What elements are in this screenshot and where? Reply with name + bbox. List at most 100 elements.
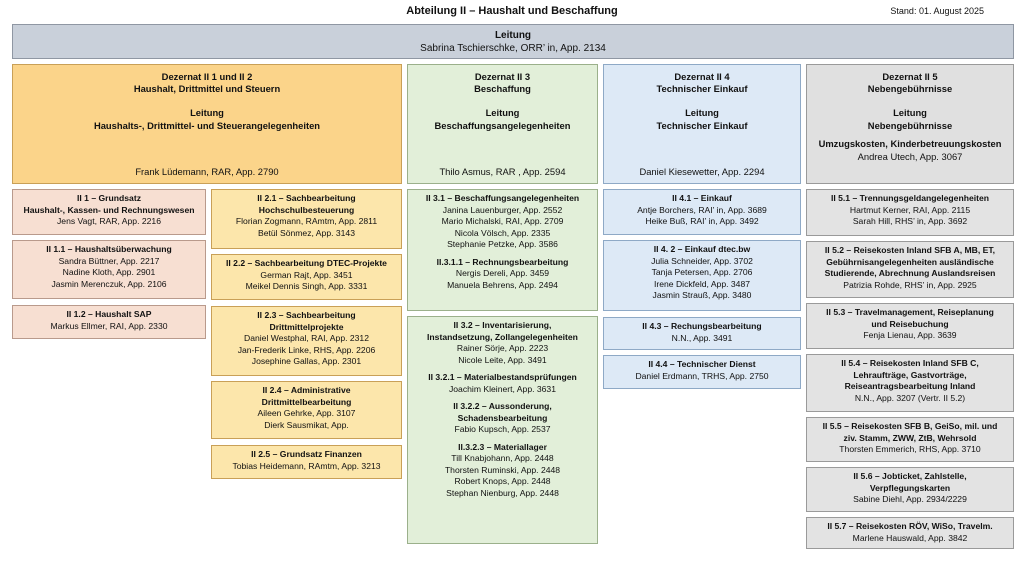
unit-title: II 4.1 – Einkauf: [672, 193, 732, 203]
dezernat-subtitle: Technischer Einkauf: [656, 83, 748, 95]
unit-staff: Thorsten Ruminski, App. 2448: [444, 464, 561, 475]
unit-ii24-box: II 2.4 – Administrative Drittmittelbearb…: [211, 381, 402, 439]
unit-title: II 3.2 – Inventarisierung,: [453, 320, 552, 330]
unit-staff: Dierk Sausmikat, App.: [264, 419, 349, 430]
unit-staff: Hartmut Kerner, RAI, App. 2115: [849, 204, 971, 215]
unit-title: Verpflegungskarten: [869, 482, 951, 493]
unit-title: Gebührnisangelegenheiten ausländische: [826, 256, 994, 267]
unit-staff: Jasmin Strauß, App. 3480: [652, 290, 752, 300]
unit-title: II 3.1 – Beschaffungsangelegenheiten: [425, 193, 580, 203]
unit-staff: N.N., App. 3491: [671, 332, 733, 343]
unit-title: II 5.6 – Jobticket, Zahlstelle,: [853, 471, 967, 481]
unit-staff: Fenja Lienau, App. 3639: [863, 330, 957, 340]
unit-staff: Rainer Sörje, App. 2223: [456, 343, 549, 353]
unit-staff: Nadine Kloth, App. 2901: [62, 267, 156, 277]
unit-subtitle: Drittmittelbearbeitung: [261, 396, 352, 407]
unit-title: Schadensbearbeitung: [457, 412, 548, 423]
unit-title: II 2.1 – Sachbearbeitung: [257, 193, 356, 203]
dezernat-ii3-box: Dezernat II 3 Beschaffung Leitung Bescha…: [407, 64, 598, 184]
unit-staff: Sabine Diehl, App. 2934/2229: [853, 494, 967, 504]
unit-title: II 3.2.2 – Aussonderung,: [453, 401, 552, 411]
unit-ii1-box: II 1 – Grundsatz Haushalt-, Kassen- und …: [12, 189, 206, 235]
unit-ii52-box: II 5.2 – Reisekosten Inland SFB A, MB, E…: [806, 241, 1014, 298]
unit-ii11-box: II 1.1 – Haushaltsüberwachung Sandra Büt…: [12, 240, 206, 299]
unit-title: Instandsetzung, Zollangelegenheiten: [427, 331, 578, 342]
unit-staff: Janina Lauenburger, App. 2552: [442, 204, 563, 215]
unit-title: II.3.1.1 – Rechnungsbearbeitung: [436, 256, 569, 267]
unit-title: II.3.2.3 – Materiallager: [458, 441, 547, 452]
dezernat-person: Daniel Kiesewetter, App. 2294: [639, 165, 765, 177]
unit-staff: Mario Michalski, RAI, App. 2709: [441, 216, 564, 226]
dezernat-subtitle: Nebengebührnisse: [867, 83, 953, 95]
unit-ii44-box: II 4.4 – Technischer Dienst Daniel Erdma…: [603, 355, 801, 389]
unit-staff: Jan-Frederik Linke, RHS, App. 2206: [237, 344, 376, 355]
dezernat-lead-title: Haushalts-, Drittmittel- und Steuerangel…: [93, 119, 321, 131]
dezernat-ii5-box: Dezernat II 5 Nebengebührnisse Leitung N…: [806, 64, 1014, 184]
unit-title: ziv. Stamm, ZWW, ZtB, Wehrsold: [843, 432, 977, 443]
unit-staff: Marlene Hauswald, App. 3842: [852, 532, 968, 543]
unit-title: II 1 – Grundsatz: [77, 193, 141, 203]
unit-ii53-box: II 5.3 – Travelmanagement, Reiseplanung …: [806, 303, 1014, 349]
unit-staff: Thorsten Emmerich, RHS, App. 3710: [839, 444, 981, 454]
unit-ii22-box: II 2.2 – Sachbearbeitung DTEC-Projekte G…: [211, 254, 402, 300]
dezernat-ii4-box: Dezernat II 4 Technischer Einkauf Leitun…: [603, 64, 801, 184]
unit-staff: Julia Schneider, App. 3702: [651, 255, 753, 266]
unit-staff: Joachim Kleinert, App. 3631: [448, 383, 556, 394]
dezernat-title: Dezernat II 1 und II 2: [161, 71, 253, 82]
unit-title: II 3.2.1 – Materialbestandsprüfungen: [428, 372, 577, 382]
unit-staff: German Rajt, App. 3451: [260, 269, 353, 280]
unit-ii42-box: II 4. 2 – Einkauf dtec.bw Julia Schneide…: [603, 240, 801, 311]
unit-ii25-box: II 2.5 – Grundsatz Finanzen Tobias Heide…: [211, 445, 402, 479]
unit-staff: Daniel Erdmann, TRHS, App. 2750: [635, 370, 769, 381]
unit-title: II 2.5 – Grundsatz Finanzen: [251, 449, 362, 459]
leitung-label: Leitung: [494, 30, 532, 41]
unit-staff: Irene Dickfeld, App. 3487: [653, 278, 751, 289]
unit-staff: Till Knabjohann, App. 2448: [451, 453, 554, 463]
page-title: Abteilung II – Haushalt und Beschaffung: [406, 5, 618, 17]
unit-ii43-box: II 4.3 – Rechungsbearbeitung N.N., App. …: [603, 317, 801, 350]
unit-staff: N.N., App. 3207 (Vertr. II 5.2): [854, 392, 966, 403]
unit-ii23-box: II 2.3 – Sachbearbeitung Drittmittelproj…: [211, 306, 402, 376]
unit-staff: Jens Vagt, RAR, App. 2216: [57, 216, 161, 226]
unit-staff: Fabio Kupsch, App. 2537: [454, 424, 551, 434]
unit-title: II 2.2 – Sachbearbeitung DTEC-Projekte: [226, 258, 387, 268]
unit-staff: Tanja Petersen, App. 2706: [651, 267, 753, 277]
unit-ii32-box: II 3.2 – Inventarisierung, Instandsetzun…: [407, 316, 598, 544]
unit-ii56-box: II 5.6 – Jobticket, Zahlstelle, Verpfleg…: [806, 467, 1014, 512]
dezernat-person: Thilo Asmus, RAR , App. 2594: [439, 165, 566, 177]
unit-staff: Patrizia Rohde, RHS’ in, App. 2925: [843, 279, 977, 290]
unit-ii55-box: II 5.5 – Reisekosten SFB B, GeiSo, mil. …: [806, 417, 1014, 462]
unit-ii51-box: II 5.1 – Trennungsgeldangelegenheiten Ha…: [806, 189, 1014, 236]
unit-staff: Stephan Nienburg, App. 2448: [446, 487, 559, 498]
unit-ii31-box: II 3.1 – Beschaffungsangelegenheiten Jan…: [407, 189, 598, 311]
unit-title: II 2.3 – Sachbearbeitung: [257, 310, 356, 320]
unit-title: II 1.2 – Haushalt SAP: [66, 309, 152, 319]
unit-staff: Sarah Hill, RHS’ in, App. 3692: [852, 216, 968, 226]
unit-title: II 4. 2 – Einkauf dtec.bw: [653, 244, 751, 254]
department-head-box: Leitung Sabrina Tschierschke, ORR’ in, A…: [12, 24, 1014, 59]
unit-staff: Florian Zogmann, RAmtm, App. 2811: [235, 216, 378, 226]
unit-staff: Meikel Dennis Singh, App. 3331: [245, 281, 368, 291]
unit-title: II 5.4 – Reisekosten Inland SFB C,: [841, 358, 979, 368]
dezernat-lead-label: Leitung: [893, 107, 927, 119]
unit-staff: Nergis Dereli, App. 3459: [455, 268, 550, 278]
dezernat-extra: Umzugskosten, Kinderbetreuungskosten: [818, 138, 1002, 150]
dezernat-lead-title: Technischer Einkauf: [656, 119, 748, 131]
dezernat-lead-label: Leitung: [485, 107, 520, 119]
dezernat-person: Andrea Utech, App. 3067: [857, 150, 963, 162]
unit-subtitle: Drittmittelprojekte: [269, 321, 344, 332]
unit-staff: Sandra Büttner, App. 2217: [58, 255, 160, 266]
dezernat-person: Frank Lüdemann, RAR, App. 2790: [135, 165, 279, 177]
unit-staff: Daniel Westphal, RAI, App. 2312: [243, 333, 369, 343]
unit-title: II 5.7 – Reisekosten RÖV, WiSo, Travelm.: [827, 521, 993, 531]
unit-title: II 2.4 – Administrative: [262, 385, 351, 395]
dezernat-lead-title: Nebengebührnisse: [867, 119, 953, 131]
dezernat-subtitle: Haushalt, Drittmittel und Steuern: [133, 83, 281, 95]
unit-ii41-box: II 4.1 – Einkauf Antje Borchers, RAI’ in…: [603, 189, 801, 235]
unit-title: II 5.5 – Reisekosten SFB B, GeiSo, mil. …: [822, 421, 998, 431]
unit-staff: Manuela Behrens, App. 2494: [447, 279, 558, 290]
unit-title: und Reisebuchung: [871, 318, 949, 329]
status-date: Stand: 01. August 2025: [890, 6, 984, 16]
unit-title: II 5.2 – Reisekosten Inland SFB A, MB, E…: [824, 245, 996, 255]
unit-staff: Betül Sönmez, App. 3143: [258, 227, 355, 238]
